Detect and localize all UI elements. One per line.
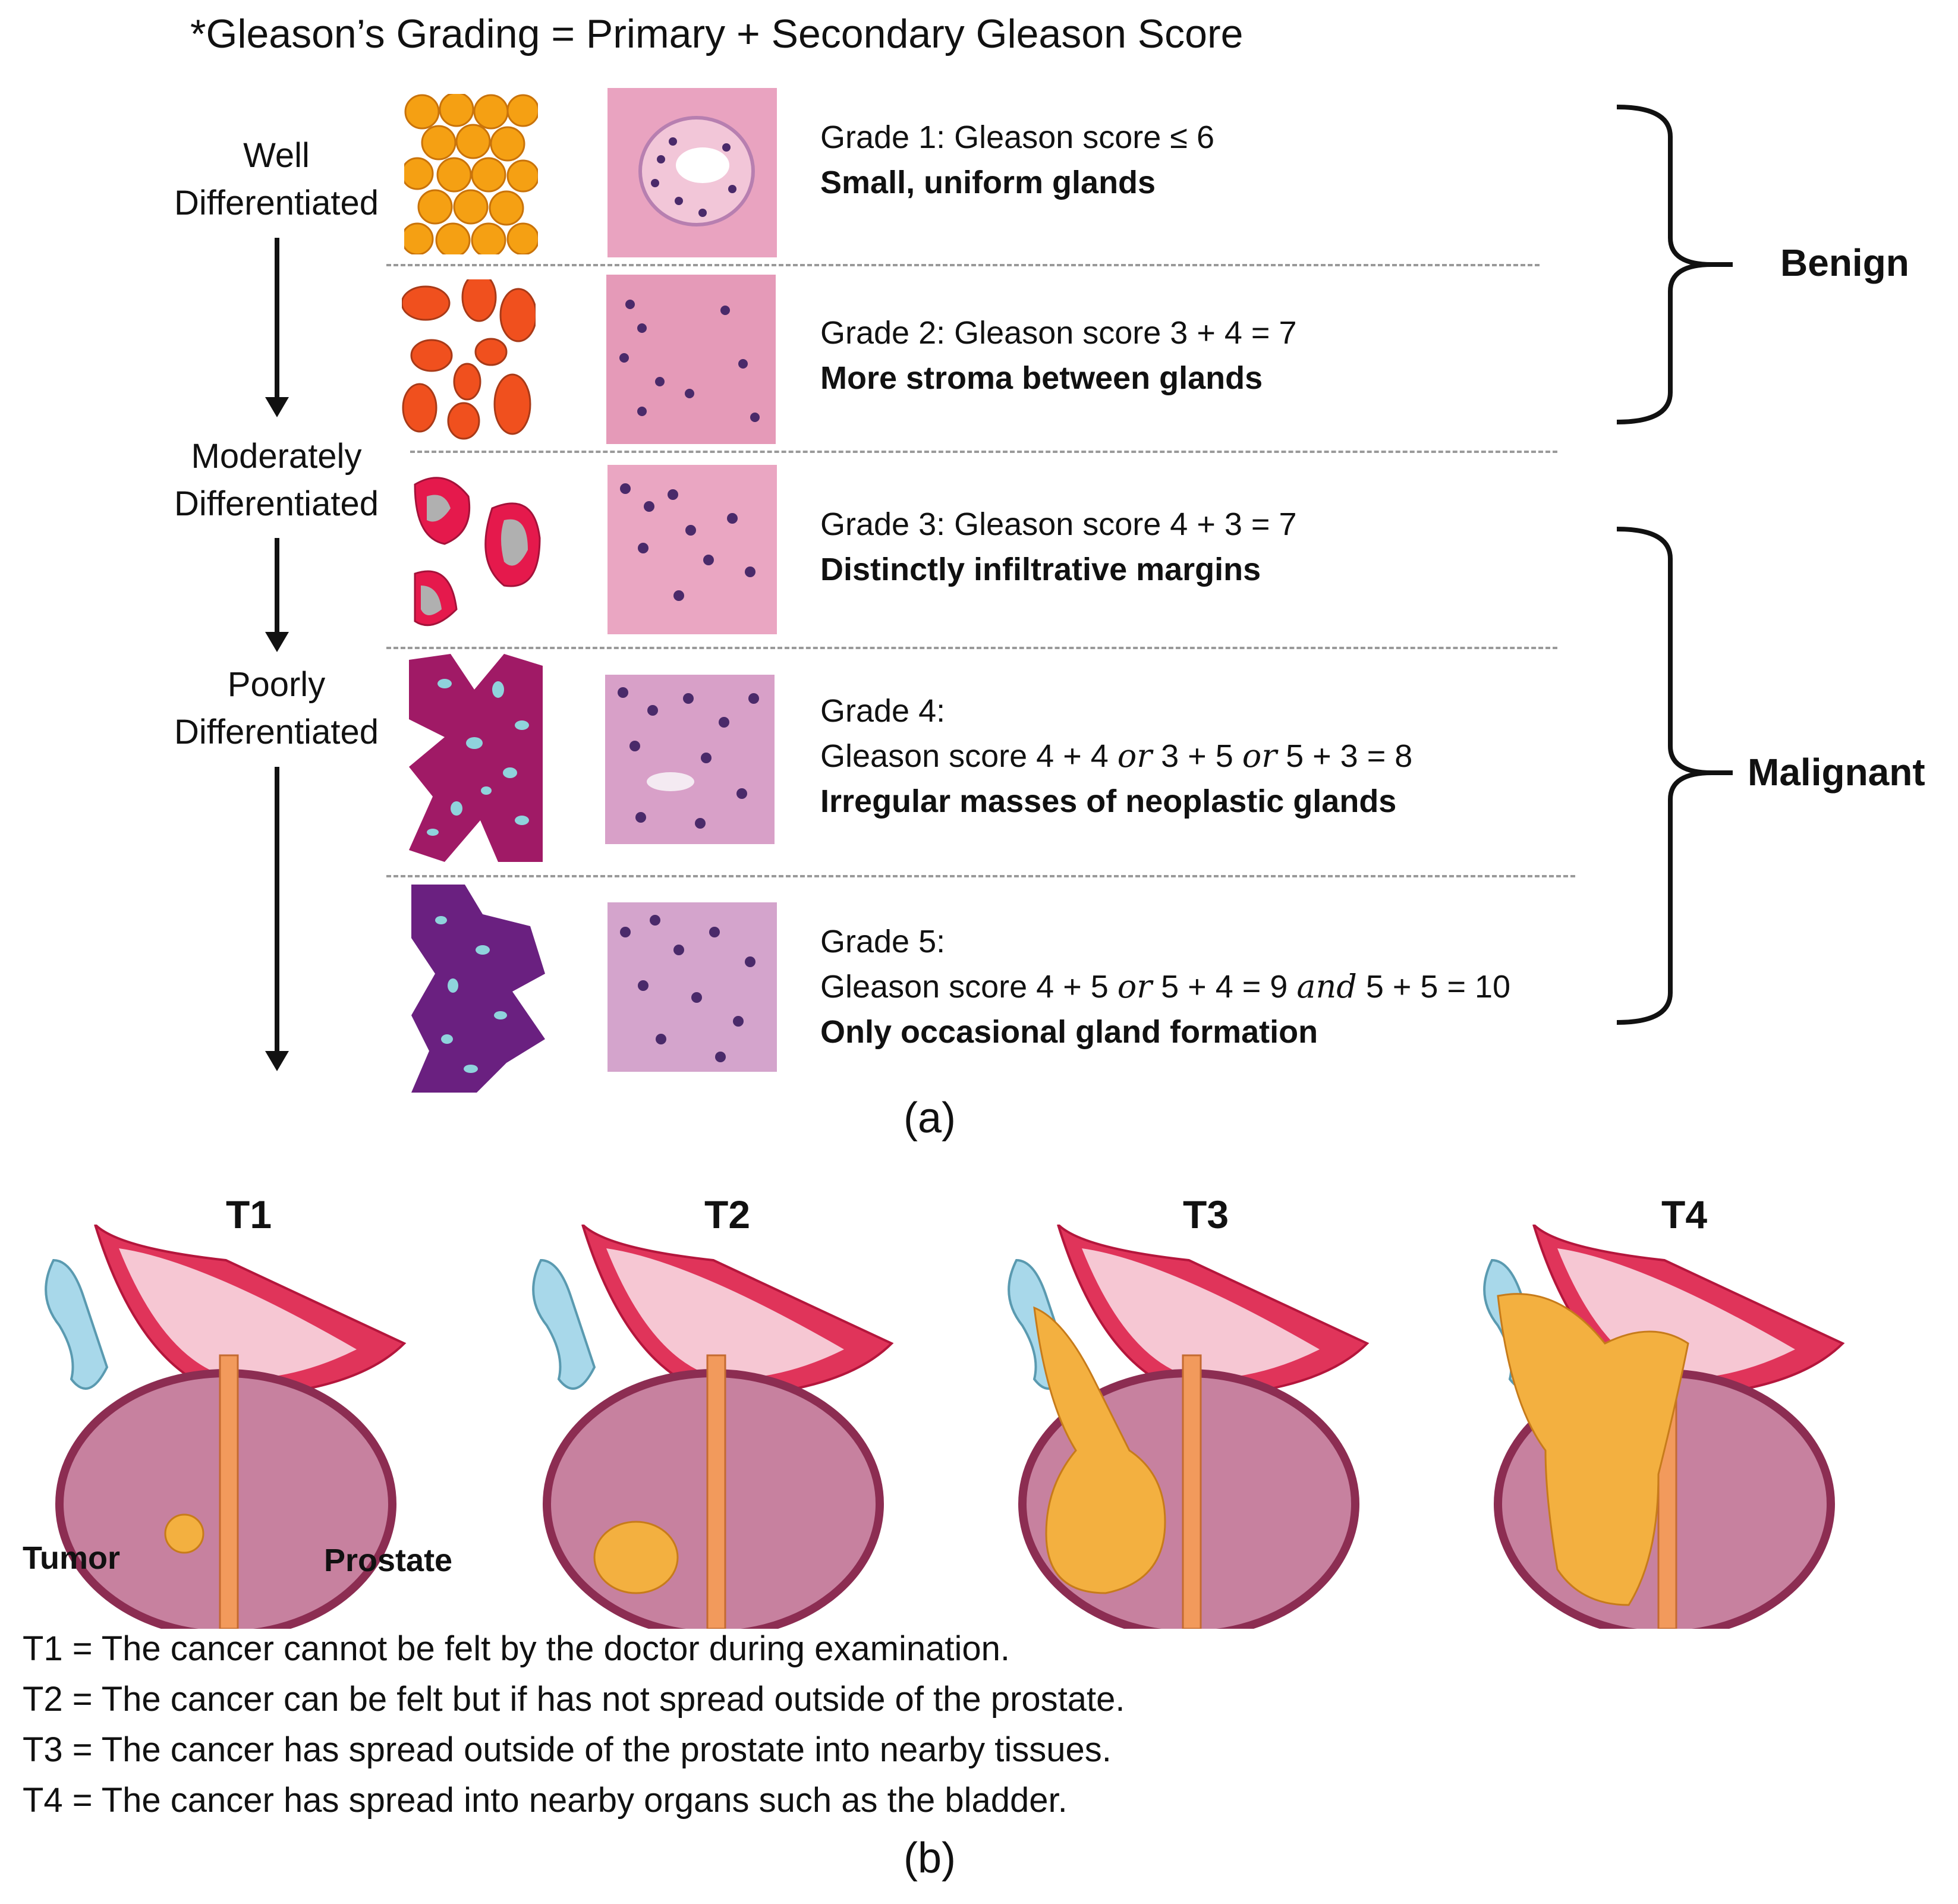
diff-moderate-line2: Differentiated	[174, 484, 379, 523]
grade4-score-or: or	[1242, 737, 1277, 775]
grade1-text: Grade 1: Gleason score ≤ 6 Small, unifor…	[820, 115, 1214, 205]
diff-well-line2: Differentiated	[174, 184, 379, 222]
separator-4	[386, 875, 1575, 877]
separator-2	[410, 451, 1557, 453]
legend-t3: T3 = The cancer has spread outside of th…	[23, 1730, 1112, 1769]
arrow-shaft-2	[275, 538, 279, 633]
stage-t1-title: T1	[226, 1192, 272, 1236]
grade1-label: Grade 1: Gleason score ≤ 6	[820, 119, 1214, 155]
tumor-label: Tumor	[23, 1540, 120, 1576]
diff-label-moderate: Moderately Differentiated	[146, 433, 407, 528]
grade1-desc: Small, uniform glands	[820, 165, 1156, 200]
stage-t1-illustration	[45, 1225, 407, 1629]
grade4-score-part: Gleason score 4 + 4	[820, 738, 1117, 774]
legend-t4: T4 = The cancer has spread into nearby o…	[23, 1781, 1068, 1820]
grade5-desc: Only occasional gland formation	[820, 1014, 1318, 1050]
malignant-brace	[1616, 527, 1733, 1025]
grade3-text: Grade 3: Gleason score 4 + 3 = 7 Distinc…	[820, 502, 1296, 592]
grade2-label: Grade 2: Gleason score 3 + 4 = 7	[820, 315, 1297, 351]
grade5-score-and: and	[1296, 968, 1357, 1005]
grade4-label: Grade 4:	[820, 693, 946, 729]
grade2-histology-image	[606, 275, 776, 444]
grade5-score-part: 5 + 4 = 9	[1152, 969, 1297, 1005]
diff-moderate-line1: Moderately	[191, 437, 362, 476]
diff-label-poor: Poorly Differentiated	[146, 661, 407, 756]
grade1-gland-schematic	[404, 94, 538, 254]
grade5-score-part: Gleason score 4 + 5	[820, 969, 1117, 1005]
stage-t2-title: T2	[704, 1192, 751, 1236]
grade2-desc: More stroma between glands	[820, 360, 1263, 396]
diff-label-well: Well Differentiated	[146, 132, 407, 227]
panel-a-label: (a)	[904, 1094, 956, 1142]
arrow-shaft-1	[275, 238, 279, 398]
legend-t2: T2 = The cancer can be felt but if has n…	[23, 1680, 1125, 1719]
grade5-histology-image	[607, 902, 777, 1072]
grade1-histology-image	[607, 88, 777, 257]
grade5-score: Gleason score 4 + 5 or 5 + 4 = 9 and 5 +…	[820, 964, 1510, 1009]
grade3-histology-image	[607, 465, 777, 634]
diff-well-line1: Well	[243, 136, 310, 175]
grade5-score-or: or	[1117, 968, 1153, 1005]
grade3-label: Grade 3: Gleason score 4 + 3 = 7	[820, 506, 1297, 542]
grade3-gland-schematic	[409, 473, 543, 633]
separator-3	[386, 647, 1557, 649]
grade4-score-or: or	[1117, 737, 1153, 775]
diff-poor-line1: Poorly	[227, 665, 326, 704]
grade4-text: Grade 4: Gleason score 4 + 4 or 3 + 5 or…	[820, 688, 1412, 824]
stage-t4-title: T4	[1661, 1192, 1708, 1236]
grade5-label: Grade 5:	[820, 924, 946, 959]
grade4-desc: Irregular masses of neoplastic glands	[820, 783, 1397, 819]
grade2-text: Grade 2: Gleason score 3 + 4 = 7 More st…	[820, 310, 1296, 401]
arrow-head-3	[265, 1051, 289, 1071]
malignant-label: Malignant	[1748, 751, 1925, 794]
stage-t2-illustration	[532, 1225, 894, 1629]
stage-t3-illustration	[1008, 1225, 1370, 1629]
grade5-gland-schematic	[411, 885, 545, 1093]
grade2-gland-schematic	[402, 279, 536, 440]
arrow-head-1	[265, 397, 289, 417]
arrow-head-2	[265, 632, 289, 652]
grade4-histology-image	[605, 675, 775, 844]
stage-t4-illustration	[1483, 1225, 1845, 1629]
separator-1	[386, 264, 1540, 266]
grade3-desc: Distinctly infiltrative margins	[820, 552, 1261, 587]
stage-t3-title: T3	[1183, 1192, 1229, 1236]
figure-title: *Gleason’s Grading = Primary + Secondary…	[190, 11, 1244, 56]
diff-poor-line2: Differentiated	[174, 713, 379, 751]
legend-t1: T1 = The cancer cannot be felt by the do…	[23, 1629, 1010, 1668]
grade4-gland-schematic	[409, 654, 543, 862]
panel-b-label: (b)	[904, 1834, 956, 1882]
grade5-score-part: 5 + 5 = 10	[1356, 969, 1511, 1005]
benign-brace	[1616, 105, 1733, 424]
grade5-text: Grade 5: Gleason score 4 + 5 or 5 + 4 = …	[820, 919, 1510, 1055]
grade4-score-part: 3 + 5	[1152, 738, 1242, 774]
benign-label: Benign	[1780, 241, 1909, 284]
prostate-label: Prostate	[324, 1543, 453, 1578]
grade4-score: Gleason score 4 + 4 or 3 + 5 or 5 + 3 = …	[820, 734, 1412, 779]
arrow-shaft-3	[275, 767, 279, 1052]
grade4-score-part: 5 + 3 = 8	[1277, 738, 1413, 774]
